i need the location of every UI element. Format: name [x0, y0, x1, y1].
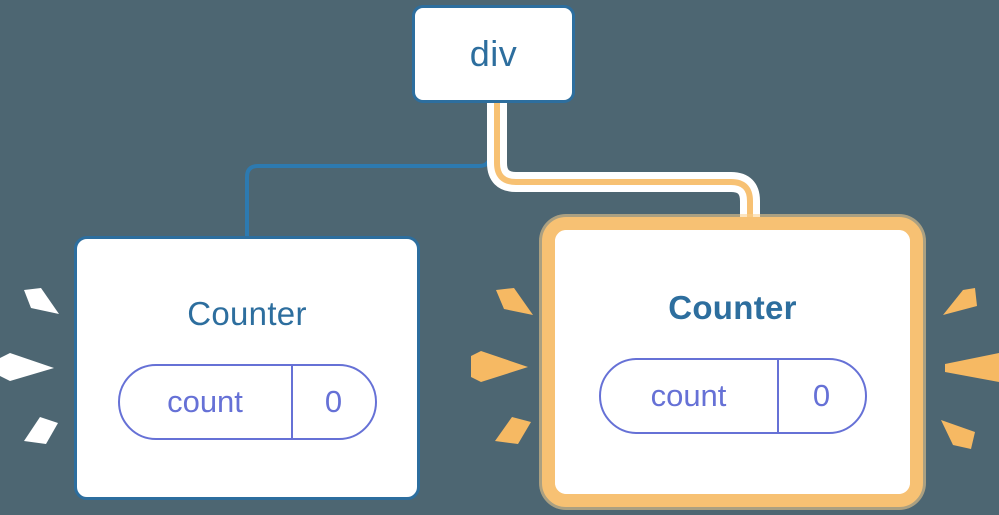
node-div[interactable]: div [412, 5, 575, 103]
node-counter-left[interactable]: Counter count 0 [74, 236, 420, 500]
ray-white-mid-left [0, 353, 54, 381]
state-pill-counter-right: count 0 [598, 357, 867, 434]
node-div-label: div [469, 33, 518, 74]
node-counter-right[interactable]: Counter count 0 [555, 230, 910, 494]
ray-white-top-left [24, 288, 59, 314]
state-value-count: 0 [776, 359, 865, 432]
state-key-count: count [167, 384, 243, 419]
ray-orange-mid-left [471, 351, 528, 382]
edge-div-to-counter-right [494, 103, 753, 240]
state-key-count: count [650, 378, 727, 413]
rays-counter-right-left-side [471, 288, 533, 444]
rays-counter-left-outer [0, 288, 59, 444]
node-counter-right-highlight-ring: Counter count 0 [542, 217, 923, 507]
state-pill-counter-left: count 0 [117, 363, 377, 440]
node-counter-right-title: Counter [668, 288, 797, 326]
ray-white-bottom-left [24, 417, 58, 444]
rays-counter-right-right-side [941, 288, 999, 449]
ray-orange-bottom-right [941, 420, 975, 449]
node-counter-left-title: Counter [187, 294, 307, 332]
ray-orange-top-right [943, 288, 977, 315]
state-value-count: 0 [290, 365, 375, 438]
ray-orange-mid-right [945, 353, 999, 382]
ray-orange-bottom-left [495, 417, 531, 444]
ray-orange-top-left [496, 288, 533, 315]
